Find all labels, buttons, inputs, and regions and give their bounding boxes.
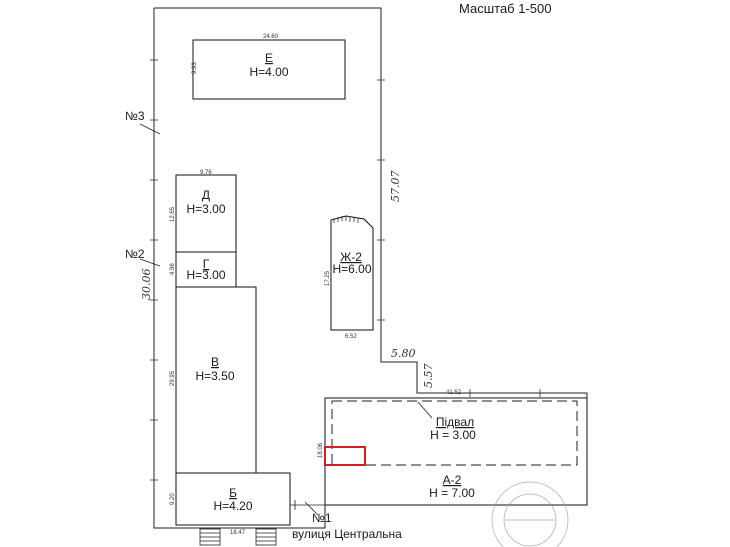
building-a2: 41.52 18.06 А-2 Н = 7.00 xyxy=(318,390,588,506)
entry-fence xyxy=(290,500,325,516)
building-e: 24.60 9.93 Е Н=4.00 xyxy=(192,34,346,100)
building-e-name: Е xyxy=(265,51,273,65)
boundary-ticks xyxy=(150,59,541,481)
building-g-height: Н=3.00 xyxy=(186,268,225,282)
building-e-width: 24.60 xyxy=(263,34,279,40)
marker-3-label: №3 xyxy=(125,109,145,123)
building-g-depth: 4.96 xyxy=(170,263,176,275)
building-g-name: Г xyxy=(203,257,210,271)
building-zh2: 17.25 6.52 Ж-2 Н=6.00 xyxy=(325,215,374,340)
building-b: 9.20 18.47 Б Н=4.20 xyxy=(170,472,291,536)
building-zh2-height: Н=6.00 xyxy=(332,262,371,276)
building-b-height: Н=4.20 xyxy=(213,499,252,513)
stamp-seal xyxy=(491,481,569,547)
building-a2-name: А-2 xyxy=(443,473,462,487)
building-d-depth: 12.65 xyxy=(170,206,176,222)
building-a2-width: 41.52 xyxy=(446,390,462,396)
building-v: 29.95 В Н=3.50 xyxy=(170,286,257,474)
boundary-dim-jog: 5.80 xyxy=(391,347,416,360)
building-e-depth: 9.93 xyxy=(192,62,198,74)
scale-label: Масштаб 1-500 xyxy=(459,1,551,16)
building-b-depth: 9.20 xyxy=(170,493,176,505)
building-zh2-width: 6.52 xyxy=(345,334,357,340)
building-d-name: Д xyxy=(202,188,210,202)
building-e-height: Н=4.00 xyxy=(249,65,288,79)
basement-name: Підвал xyxy=(436,415,474,429)
building-v-depth: 29.95 xyxy=(170,370,176,386)
street-name: вулиця Центральна xyxy=(292,527,402,541)
building-d-height: Н=3.00 xyxy=(186,202,225,216)
marker-3: №3 xyxy=(125,109,161,135)
boundary-dim-left: 30.06 xyxy=(140,269,153,301)
building-b-name: Б xyxy=(229,486,237,500)
building-a2-height: Н = 7.00 xyxy=(429,486,475,500)
building-zh2-name: Ж-2 xyxy=(340,250,362,264)
boundary-dim-step: 5.57 xyxy=(422,364,435,389)
marker-2-label: №2 xyxy=(125,247,145,261)
street-marker: №1 xyxy=(312,511,332,525)
marker-2: №2 xyxy=(125,247,161,267)
stair-hatch xyxy=(333,216,359,223)
building-v-height: Н=3.50 xyxy=(195,369,234,383)
highlight-box xyxy=(324,446,366,466)
building-d-width: 9.76 xyxy=(200,170,212,176)
property-boundary xyxy=(153,7,588,529)
building-zh2-depth: 17.25 xyxy=(325,270,331,286)
basement: Підвал Н = 3.00 xyxy=(331,400,578,466)
basement-height: Н = 3.00 xyxy=(430,428,476,442)
building-a2-depth: 18.06 xyxy=(318,442,324,458)
entrance-steps xyxy=(199,528,277,546)
building-g: 4.96 Г Н=3.00 xyxy=(170,251,237,288)
building-b-width: 18.47 xyxy=(230,530,246,536)
building-v-name: В xyxy=(211,355,219,369)
building-d: 9.76 12.65 Д Н=3.00 xyxy=(170,170,237,253)
boundary-dim-right: 57.07 xyxy=(389,171,402,203)
